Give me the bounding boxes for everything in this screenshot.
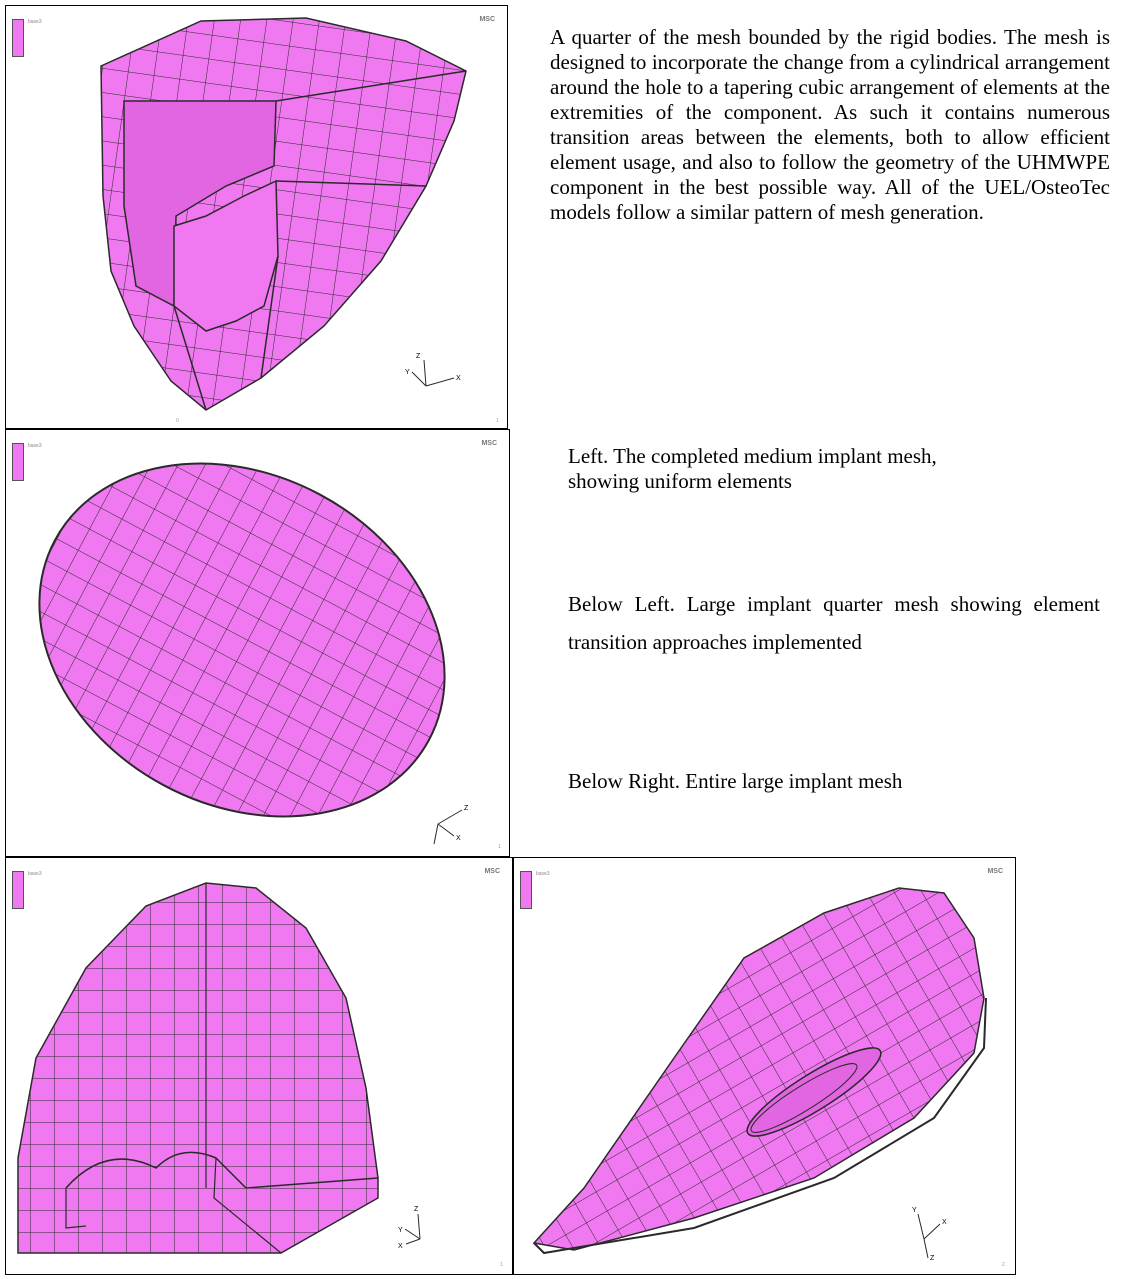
msc-logo: MSC <box>484 868 500 875</box>
axis-x-label: X <box>456 835 461 842</box>
axis-triad <box>433 809 463 845</box>
axis-z-label: Z <box>930 1255 935 1262</box>
axis-z-label: Z <box>464 805 469 812</box>
caption-large-entire: Below Right. Entire large implant mesh <box>568 769 903 793</box>
frame-number-right: 1 <box>496 418 499 424</box>
large-entire-mesh-drawing: Y X Z <box>532 887 987 1262</box>
axis-x-label: X <box>398 1243 403 1250</box>
caption-medium-implant: Left. The completed medium implant mesh,… <box>568 444 937 493</box>
axis-triad <box>411 359 455 387</box>
legend-label: base3 <box>28 19 42 25</box>
frame-number-right: 1 <box>498 844 501 850</box>
mesh-image-large-entire: base3 MSC Y X Z 2 <box>513 857 1016 1275</box>
legend-label: base3 <box>536 871 550 877</box>
large-quarter-mesh-drawing: Z Y X <box>17 882 421 1254</box>
mesh-image-quarter: base3 MSC Z X Y 0 1 <box>5 5 508 429</box>
axis-triad <box>917 1213 941 1259</box>
frame-number-left: 0 <box>176 418 179 424</box>
axis-y-label: Y <box>398 1227 403 1234</box>
legend-swatch <box>520 871 532 909</box>
mesh-image-medium-implant: base3 MSC Z X 1 <box>5 429 510 857</box>
legend-label: base3 <box>28 871 42 877</box>
medium-mesh-drawing: Z X <box>6 430 507 856</box>
axis-z-label: Z <box>414 1206 419 1213</box>
legend-swatch <box>12 871 24 909</box>
mesh-image-large-quarter: base3 MSC Z Y X 1 <box>5 857 513 1275</box>
legend-swatch <box>12 19 24 57</box>
caption-large-quarter: Below Left. Large implant quarter mesh s… <box>568 592 1100 654</box>
frame-number-right: 1 <box>500 1262 503 1268</box>
msc-logo: MSC <box>479 16 495 23</box>
axis-x-label: X <box>456 375 461 382</box>
axis-triad <box>404 1213 421 1245</box>
legend-swatch <box>12 443 24 481</box>
axis-x-label: X <box>942 1219 947 1226</box>
caption-quarter-mesh: A quarter of the mesh bounded by the rig… <box>550 25 1110 224</box>
axis-z-label: Z <box>416 353 421 360</box>
msc-logo: MSC <box>987 868 1003 875</box>
axis-y-label: Y <box>405 369 410 376</box>
frame-number-right: 2 <box>1002 1262 1005 1268</box>
legend-label: base3 <box>28 443 42 449</box>
msc-logo: MSC <box>481 440 497 447</box>
quarter-mesh-drawing: Z X Y <box>100 17 467 411</box>
axis-y-label: Y <box>912 1207 917 1214</box>
